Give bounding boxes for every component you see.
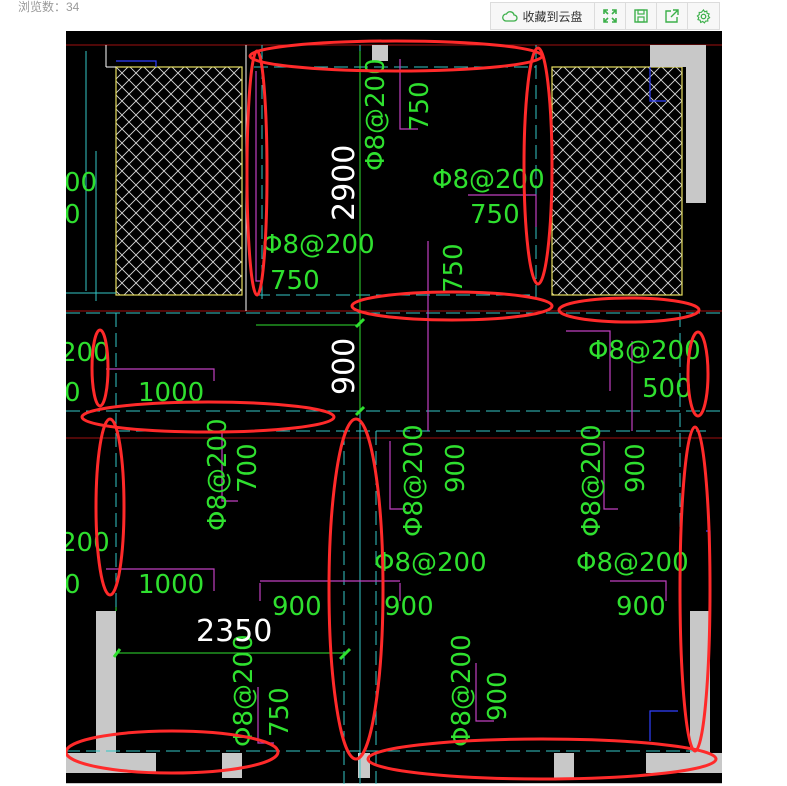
length-label: 900 (384, 592, 434, 622)
edge-label: 0 (66, 378, 81, 408)
rebar-label: Φ8@200 (432, 165, 545, 195)
toolbar: 收藏到云盘 (490, 2, 720, 30)
annotation-ellipse (327, 417, 385, 761)
wall-block (554, 753, 574, 778)
annotation-ellipse (522, 46, 554, 286)
annotation-ellipse (557, 296, 701, 324)
rebar-label: Φ8@200 (374, 548, 487, 578)
share-icon (665, 9, 679, 23)
rebar-label: Φ8@200 (229, 634, 259, 747)
blue-outline (649, 67, 666, 102)
edge-label: 200 (66, 528, 110, 558)
save-icon (634, 9, 648, 23)
annotation-ellipse (350, 290, 554, 322)
annotation-ellipse (66, 729, 280, 775)
length-label: 900 (616, 592, 666, 622)
save-to-cloud-label: 收藏到云盘 (522, 9, 583, 24)
edge-label: 0 (66, 200, 81, 230)
save-button[interactable] (626, 3, 657, 29)
length-label: 900 (441, 443, 471, 493)
edge-label: 00 (66, 168, 97, 198)
rebar-label: Φ8@200 (399, 424, 429, 537)
annotation-ellipse (80, 400, 336, 434)
share-button[interactable] (657, 3, 688, 29)
view-count: 浏览数：34 (18, 0, 80, 14)
length-label: 750 (439, 243, 469, 293)
green-dimension-lines (115, 51, 361, 654)
blue-outline (116, 60, 157, 67)
fullscreen-button[interactable] (595, 3, 626, 29)
hatched-shaft-left (115, 66, 243, 296)
cad-drawing-viewer[interactable]: Φ8@200 750 Φ8@200 750 Φ8@200 750 750 Φ8@… (66, 31, 722, 784)
cad-drawing: Φ8@200 750 Φ8@200 750 Φ8@200 750 750 Φ8@… (66, 39, 722, 784)
dimension-label: 2350 (196, 614, 272, 649)
rebar-label: Φ8@200 (577, 424, 607, 537)
rebar-label: Φ8@200 (588, 336, 701, 366)
wall-block (222, 753, 242, 778)
rebar-labels: Φ8@200 750 Φ8@200 750 Φ8@200 750 750 Φ8@… (66, 58, 701, 747)
wall-block (372, 45, 388, 61)
save-to-cloud-button[interactable]: 收藏到云盘 (491, 3, 595, 29)
edge-label: 200 (66, 338, 110, 368)
length-label: 750 (470, 200, 520, 230)
length-label: 900 (621, 443, 651, 493)
length-label: 750 (270, 266, 320, 296)
rebar-label: Φ8@200 (576, 548, 689, 578)
wall-block (96, 611, 116, 771)
hatched-shaft-right (551, 66, 683, 296)
length-label: 900 (272, 592, 322, 622)
rebar-label: Φ8@200 (203, 418, 233, 531)
settings-button[interactable] (688, 3, 719, 29)
annotation-ellipse (90, 328, 110, 408)
annotation-ellipse (366, 737, 718, 781)
settings-icon (696, 8, 711, 24)
length-label: 700 (233, 443, 263, 493)
length-label: 900 (483, 671, 513, 721)
wall-block (66, 783, 722, 784)
length-label: 750 (405, 81, 435, 131)
fullscreen-icon (603, 9, 617, 23)
annotation-ellipse (245, 49, 269, 297)
dimension-label: 900 (327, 338, 362, 395)
length-label: 750 (265, 687, 295, 737)
wall-block (66, 753, 156, 773)
wall-block (686, 45, 706, 203)
length-label: 500 (642, 374, 692, 404)
rebar-label: Φ8@200 (262, 230, 375, 260)
length-label: 1000 (138, 570, 204, 600)
blue-outline (649, 710, 678, 741)
annotation-ellipses (66, 39, 718, 781)
cloud-icon (502, 11, 519, 22)
dimension-labels: 2900 900 2350 (196, 145, 362, 649)
annotation-ellipse (686, 330, 710, 418)
wall-block (690, 611, 710, 771)
edge-label: 0 (66, 570, 81, 600)
dimension-label: 2900 (327, 145, 362, 221)
rebar-label: Φ8@200 (361, 58, 391, 171)
annotation-ellipse (94, 417, 126, 597)
rebar-label: Φ8@200 (447, 634, 477, 747)
dimension-ticks (112, 317, 366, 661)
